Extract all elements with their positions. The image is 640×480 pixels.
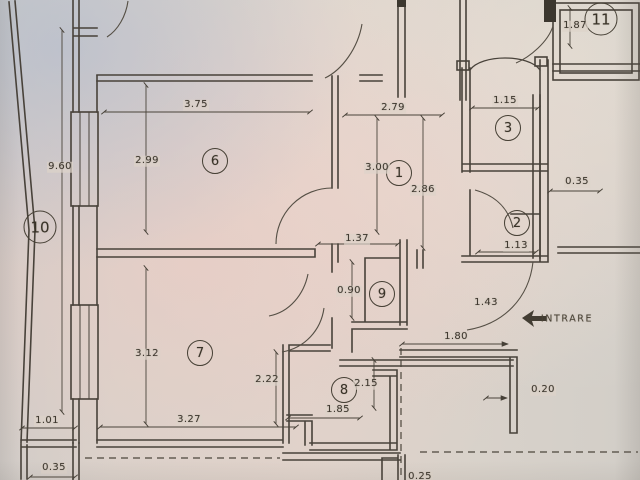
door-arc-room6 (275, 187, 333, 245)
dim-3-00: 3.00 (364, 161, 390, 174)
dim-1-80: 1.80 (443, 330, 469, 343)
door-arcs (106, 0, 554, 353)
doorframe-room3-left (456, 60, 470, 71)
walls-room8 (96, 344, 398, 451)
room-number-7: 7 (187, 340, 213, 366)
wall-top (96, 0, 467, 101)
room-number-2: 2 (504, 210, 530, 236)
wall-left-with-windows (72, 0, 98, 444)
room-number-8: 8 (331, 377, 357, 403)
dim-1-15: 1.15 (492, 94, 518, 107)
dim-0-20: 0.20 (530, 383, 556, 396)
dim-0-25-cut: 0.25 (407, 471, 433, 480)
dim-1-37: 1.37 (344, 232, 370, 245)
door-arc-top-left (106, 0, 129, 38)
wall-fill-top-right (544, 0, 556, 22)
dim-3-27: 3.27 (176, 413, 202, 426)
walls-entrance-bottom (282, 349, 518, 480)
room-number-10: 10 (23, 210, 57, 244)
dim-0-35-bottomleft: 0.35 (41, 461, 67, 474)
walls (8, 0, 640, 480)
dim-0-90: 0.90 (336, 284, 362, 297)
room-number-9: 9 (369, 281, 395, 307)
walls-right-side (532, 63, 640, 259)
dim-2-99: 2.99 (134, 154, 160, 167)
wall-room6-right (331, 75, 339, 349)
dim-1-13: 1.13 (503, 239, 529, 252)
dim-2-15: 2.15 (353, 377, 379, 390)
wall-fill-top-center (397, 0, 406, 7)
walls-room9 (351, 239, 424, 353)
entrance-arrow-icon (522, 310, 546, 327)
dim-1-85: 1.85 (325, 403, 351, 416)
window-room7 (70, 304, 99, 400)
dim-2-79: 2.79 (380, 101, 406, 114)
dim-1-87: 1.87 (562, 19, 588, 32)
dashed-lines (85, 348, 638, 478)
window-room6 (70, 111, 99, 207)
wall-room6-room7-divider (96, 248, 316, 258)
door-arc-hall (281, 307, 325, 353)
doorframe-room3-right (534, 56, 548, 67)
dim-2-22: 2.22 (254, 373, 280, 386)
room-number-11: 11 (584, 2, 618, 36)
room-number-3: 3 (495, 115, 521, 141)
door-arc-entrance (466, 261, 534, 331)
dim-0-35-right: 0.35 (564, 175, 590, 188)
dim-1-01: 1.01 (34, 414, 60, 427)
dim-9-60: 9.60 (47, 160, 73, 173)
door-arc-top-loggia (324, 23, 363, 79)
dim-3-75: 3.75 (183, 98, 209, 111)
window-mullions (79, 111, 90, 400)
dim-1-43: 1.43 (473, 296, 499, 309)
dim-2-86: 2.86 (410, 183, 436, 196)
entrance-label: INTRARE (540, 313, 594, 325)
dimension-lines (19, 5, 603, 480)
door-arc-balcony11 (515, 25, 554, 64)
room-number-6: 6 (202, 148, 228, 174)
door-arc-room7 (268, 273, 309, 317)
dim-3-12: 3.12 (134, 347, 160, 360)
